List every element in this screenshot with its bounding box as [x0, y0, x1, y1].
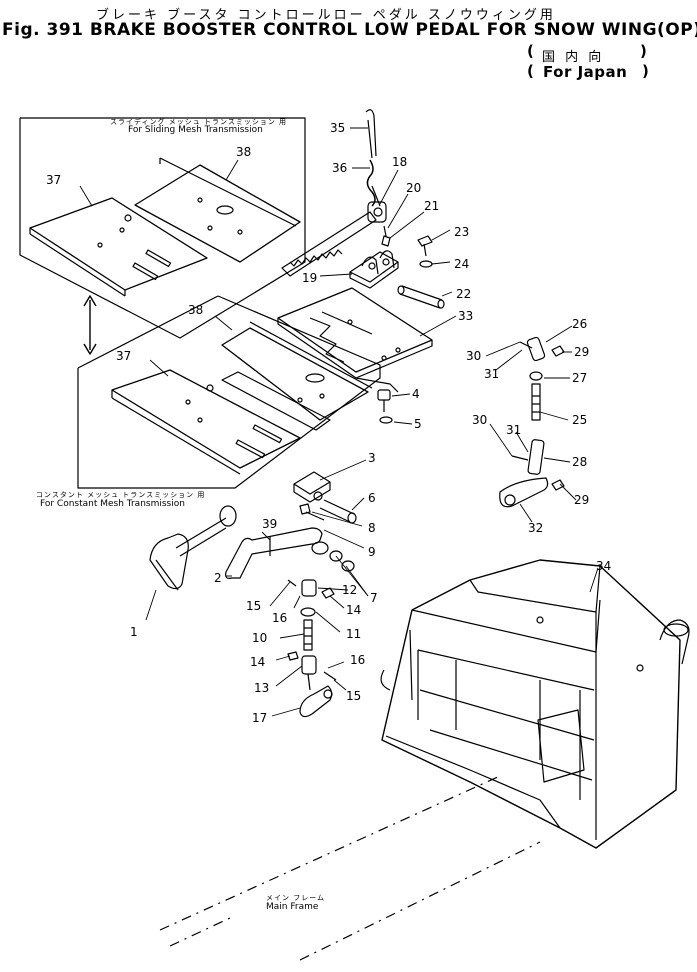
- part-number-30b: 30: [472, 413, 487, 427]
- part-number-5: 5: [414, 417, 422, 431]
- part-number-23: 23: [454, 225, 469, 239]
- part-number-15b: 15: [346, 689, 361, 703]
- part-number-35: 35: [330, 121, 345, 135]
- part-number-16b: 16: [350, 653, 365, 667]
- part-number-3: 3: [368, 451, 376, 465]
- part-number-25: 25: [572, 413, 587, 427]
- region-paren-close: ): [640, 42, 647, 60]
- part-number-2: 2: [214, 571, 222, 585]
- region-paren-open: (: [527, 42, 534, 60]
- part-number-29b: 29: [574, 493, 589, 507]
- part-number-34: 34: [596, 559, 611, 573]
- note-frame-en: Main Frame: [266, 902, 319, 912]
- title-english: Fig. 391 BRAKE BOOSTER CONTROL LOW PEDAL…: [2, 20, 697, 40]
- part-number-22: 22: [456, 287, 471, 301]
- part-number-14b: 14: [346, 603, 361, 617]
- part-number-37a: 37: [46, 173, 61, 187]
- part-number-19: 19: [302, 271, 317, 285]
- part-number-27: 27: [572, 371, 587, 385]
- part-number-29a: 29: [574, 345, 589, 359]
- part-number-24: 24: [454, 257, 469, 271]
- bolt-washer: [377, 389, 393, 424]
- region-japanese: 国 内 向: [542, 50, 605, 65]
- part-number-6: 6: [368, 491, 376, 505]
- region-paren-close-2: ): [642, 62, 649, 80]
- part-number-14a: 14: [250, 655, 265, 669]
- title-japanese: ブレーキ ブースタ コントロールロー ペダル スノウウィング用: [96, 8, 556, 23]
- part-number-32: 32: [528, 521, 543, 535]
- part-number-31b: 31: [506, 423, 521, 437]
- part-number-26: 26: [572, 317, 587, 331]
- part-number-18: 18: [392, 155, 407, 169]
- note-constant-en: For Constant Mesh Transmission: [40, 499, 185, 509]
- part-number-12: 12: [342, 583, 357, 597]
- part-number-28: 28: [572, 455, 587, 469]
- part-number-13: 13: [254, 681, 269, 695]
- main-frame: [159, 775, 541, 961]
- part-number-37b: 37: [116, 349, 131, 363]
- region-paren-open-2: (: [527, 62, 534, 80]
- part-number-17: 17: [252, 711, 267, 725]
- rod-assembly: [499, 336, 565, 508]
- part-number-20: 20: [406, 181, 421, 195]
- note-constant-jp: コンスタント メッシュ トランスミッション 用: [36, 491, 206, 499]
- part-number-38b: 38: [188, 303, 203, 317]
- part-number-10: 10: [252, 631, 267, 645]
- part-number-31a: 31: [484, 367, 499, 381]
- note-frame-jp: メイン フレーム: [266, 894, 326, 902]
- leader-lines: [79, 127, 599, 717]
- part-number-39: 39: [262, 517, 277, 531]
- part-number-16a: 16: [272, 611, 287, 625]
- part-numbers: 1 2 3 4 5 6 7 8 9 10 11 12 13 14 14 15 1…: [46, 121, 611, 725]
- note-sliding-jp: スライディング メッシュ トランスミッション 用: [110, 118, 288, 126]
- sliding-mesh-inset: [19, 117, 306, 339]
- constant-mesh-inset: [77, 295, 381, 489]
- part-number-38a: 38: [236, 145, 251, 159]
- part-number-15a: 15: [246, 599, 261, 613]
- part-number-33: 33: [458, 309, 473, 323]
- cover-plate: [277, 287, 433, 393]
- part-number-21: 21: [424, 199, 439, 213]
- part-number-11: 11: [346, 627, 361, 641]
- part-number-1: 1: [130, 625, 138, 639]
- swap-arrow: [83, 295, 97, 355]
- part-number-8: 8: [368, 521, 376, 535]
- note-sliding-en: For Sliding Mesh Transmission: [128, 125, 263, 135]
- part-number-9: 9: [368, 545, 376, 559]
- part-number-7: 7: [370, 591, 378, 605]
- part-number-36: 36: [332, 161, 347, 175]
- part-number-30a: 30: [466, 349, 481, 363]
- region-english: For Japan: [543, 63, 628, 81]
- part-number-4: 4: [412, 387, 420, 401]
- tank-frame: [380, 559, 690, 849]
- pedal-linkage: [149, 471, 357, 718]
